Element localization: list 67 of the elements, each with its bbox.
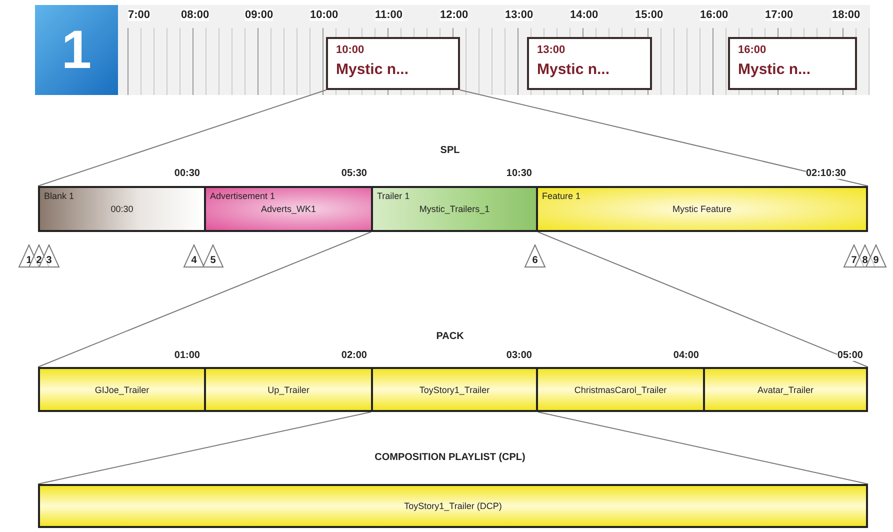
time-tick-label: 10:00: [310, 9, 338, 21]
zoom-line: [38, 232, 372, 368]
segment-heading: 10:00: [336, 44, 364, 56]
time-tick-label: 08:00: [181, 9, 210, 21]
playlist-segment: [536, 367, 705, 412]
playlist-segment: [371, 186, 538, 232]
segment-name: Mystic n...: [336, 61, 409, 78]
segment-name: Mystic n...: [738, 61, 811, 78]
segment-name: Mystic Feature: [672, 204, 732, 214]
segment-heading: Blank 1: [44, 191, 74, 201]
time-tick-label: 14:00: [570, 9, 598, 21]
segment-name: GIJoe_Trailer: [94, 384, 150, 394]
segment-name: Avatar_Trailer: [757, 384, 814, 394]
segment-heading: Advertisement 1: [210, 191, 276, 201]
time-tick-label: 17:00: [765, 9, 794, 21]
segment-heading: 13:00: [537, 44, 566, 56]
cue-marker: 5: [202, 244, 224, 268]
zoom-line: [38, 90, 326, 186]
schedule-entry: [326, 37, 460, 90]
duration-tick-label: 04:00: [673, 350, 699, 361]
duration-tick-label: 01:00: [174, 350, 200, 361]
segment-name: ChristmasCarol_Trailer: [574, 384, 667, 394]
time-tick-label: 11:00: [375, 9, 403, 21]
segment-name: ToyStory1_Trailer: [419, 384, 490, 394]
zoom-line: [38, 412, 372, 484]
schedule-entry: [728, 37, 857, 90]
segment-name: Up_Trailer: [268, 384, 310, 394]
cue-marker: 4: [183, 244, 205, 268]
schedule-entry: [527, 37, 652, 90]
time-tick-label: 7:00: [128, 9, 150, 21]
playlist-segment: [371, 367, 538, 412]
time-tick-label: 16:00: [700, 9, 728, 21]
time-tick-label: 15:00: [635, 9, 664, 21]
section-heading: PACK: [436, 331, 464, 342]
zoom-line: [460, 90, 868, 186]
playlist-segment: [703, 367, 868, 412]
segment-name: 00:30: [110, 204, 134, 214]
segment-heading: Trailer 1: [377, 191, 410, 201]
duration-tick-label: 10:30: [506, 168, 532, 179]
duration-tick-label: 02:10:30: [806, 168, 846, 179]
zoom-line: [538, 412, 868, 484]
segment-name: Adverts_WK1: [260, 204, 316, 214]
playlist-segment: [38, 186, 206, 232]
playlist-segment: [204, 186, 373, 232]
time-tick-label: 18:00: [832, 9, 860, 21]
playlist-segment: [204, 367, 373, 412]
time-tick-label: 09:00: [245, 9, 274, 21]
duration-tick-label: 00:30: [174, 168, 200, 179]
section-heading: COMPOSITION PLAYLIST (CPL): [374, 452, 526, 463]
playlist-segment: [536, 186, 868, 232]
segment-name: ToyStory1_Trailer (DCP): [404, 501, 502, 511]
segment-heading: 16:00: [738, 44, 766, 56]
playlist-segment: [38, 484, 868, 528]
segment-name: Mystic_Trailers_1: [419, 204, 490, 214]
cue-marker: 6: [524, 244, 546, 268]
time-tick-label: 13:00: [505, 9, 534, 21]
time-tick-label: 12:00: [440, 9, 468, 21]
channel-number-tile: 1: [35, 5, 118, 95]
duration-tick-label: 05:00: [837, 350, 863, 361]
duration-tick-label: 02:00: [341, 350, 367, 361]
duration-tick-label: 03:00: [506, 350, 532, 361]
playlist-segment: [38, 367, 206, 412]
segment-heading: Feature 1: [542, 191, 581, 201]
zoom-line: [538, 232, 868, 368]
segment-name: Mystic n...: [537, 61, 610, 78]
duration-tick-label: 05:30: [341, 168, 367, 179]
section-heading: SPL: [440, 145, 460, 156]
